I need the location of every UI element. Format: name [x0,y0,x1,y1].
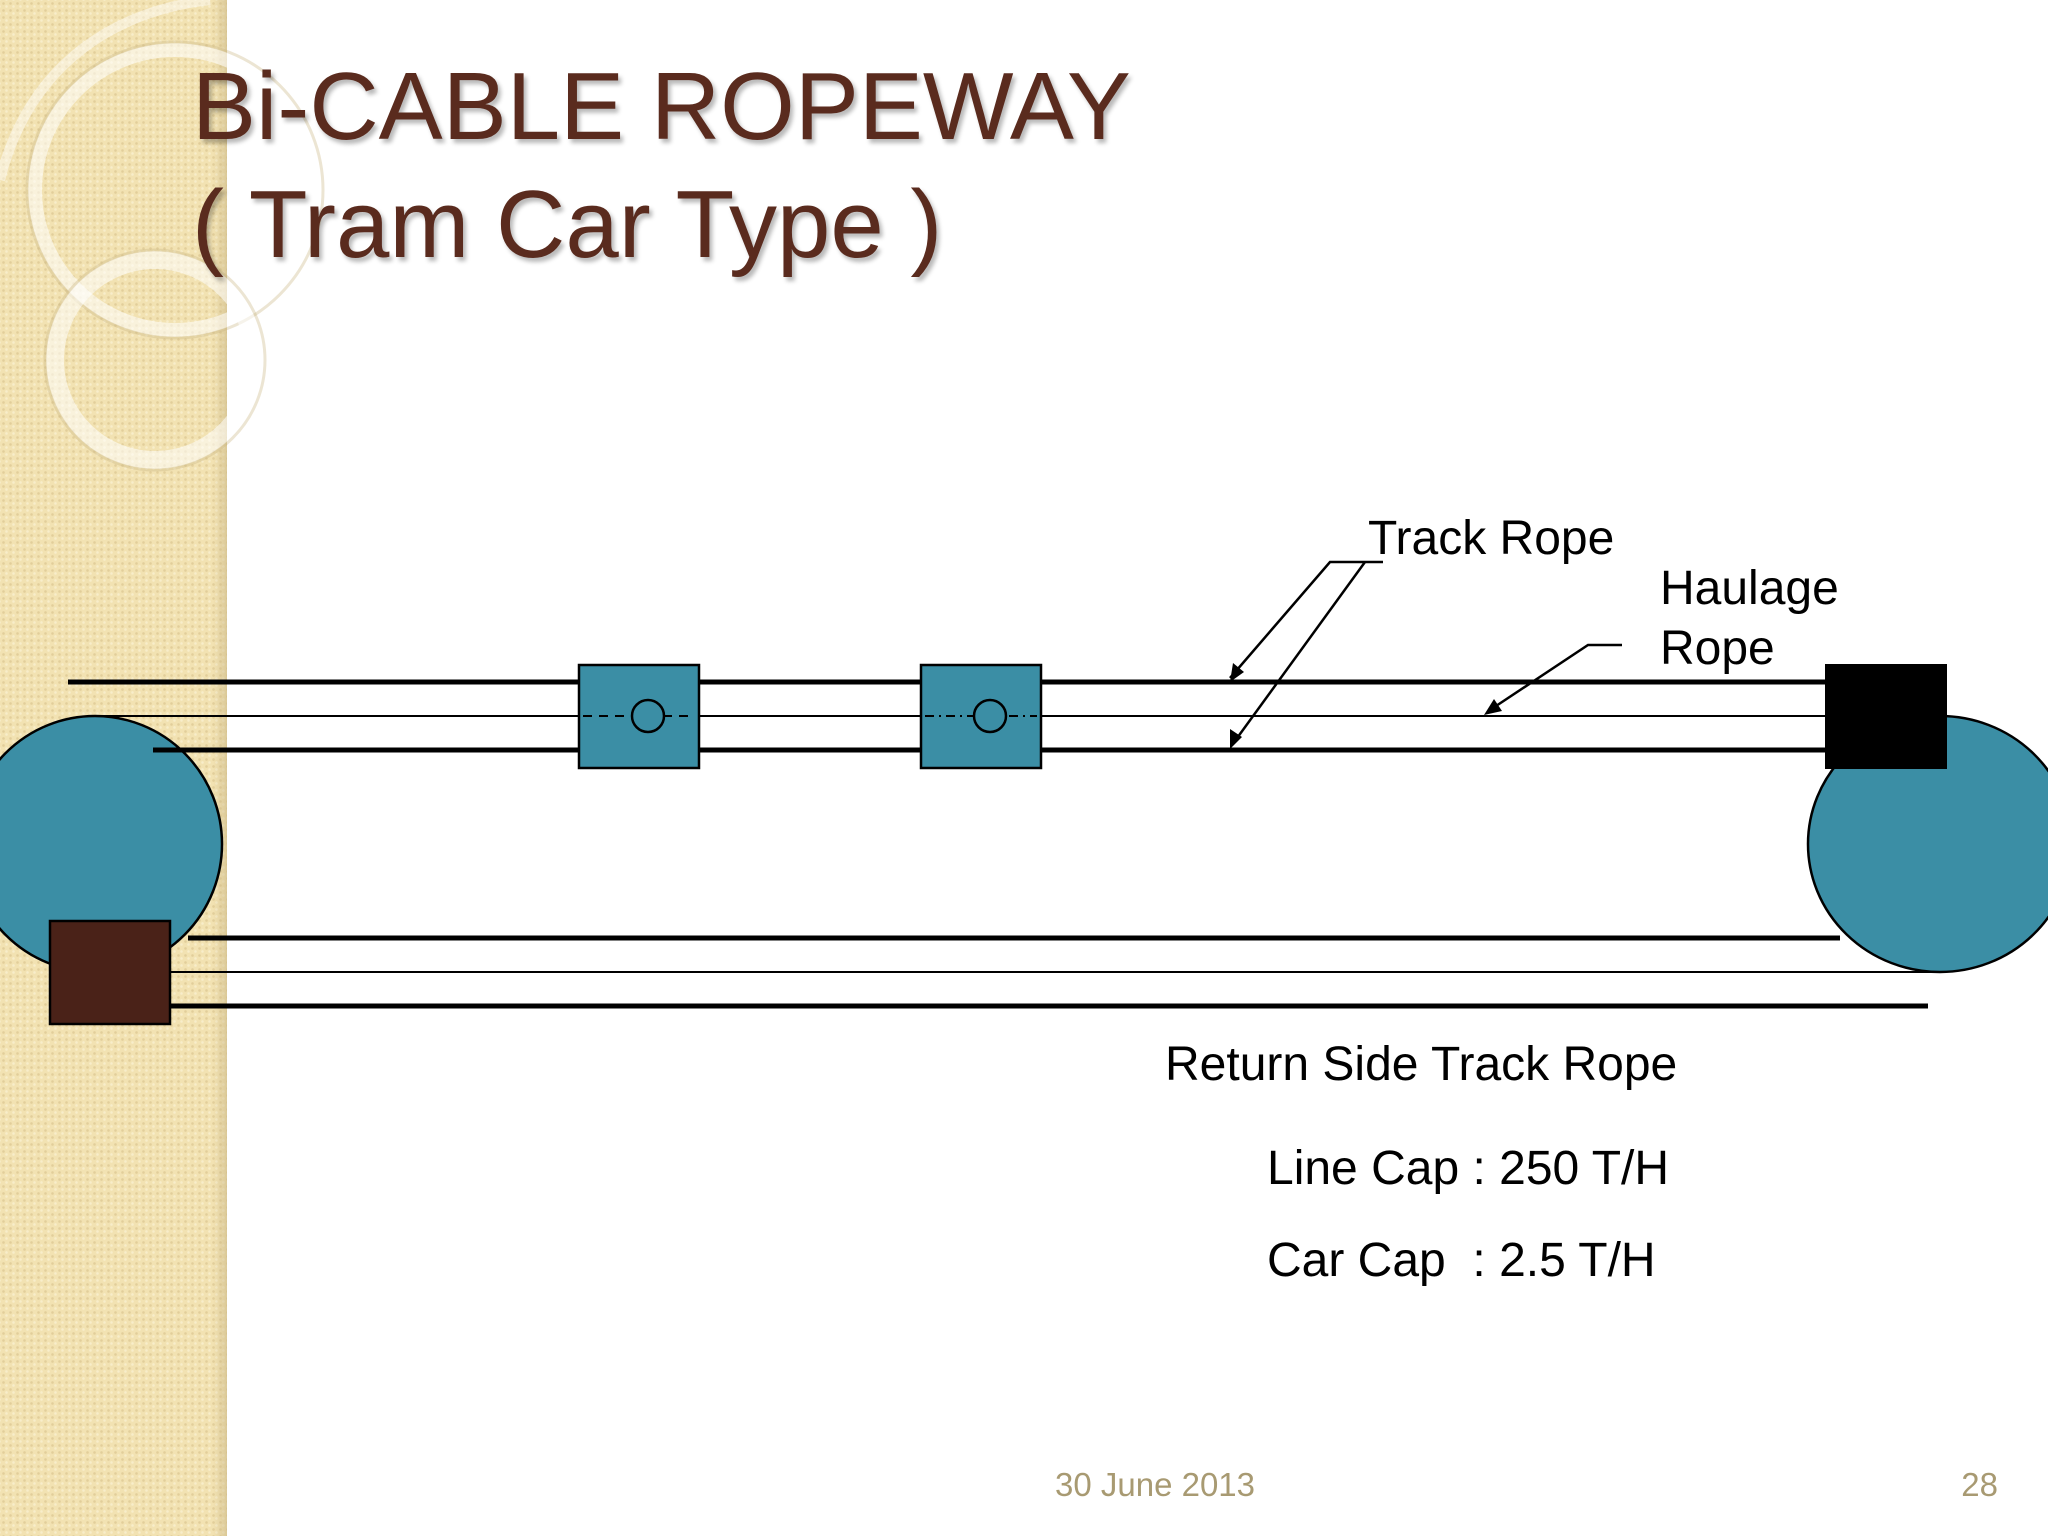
label-return-side-track-rope: Return Side Track Rope [1165,1038,1678,1091]
label-track-rope: Track Rope [1368,512,1615,565]
decorative-swirl-rings [0,0,325,472]
sidebar-shadow [213,0,227,1536]
label-haulage-rope-line-1: Haulage [1660,562,1839,615]
track-rope-leader-lines [1229,560,1383,746]
tram-car [577,663,701,770]
slide-title: Bi-CABLE ROPEWAY ( Tram Car Type ) [192,48,1131,284]
label-car-capacity: Car Cap : 2.5 T/H [1267,1234,1656,1287]
haulage-rope-arrowhead [1484,699,1502,715]
loading-station [1825,664,1947,769]
haulage-rope-leader-line [1489,643,1622,712]
title-line-1: Bi-CABLE ROPEWAY [192,53,1131,160]
label-haulage-rope-line-2: Rope [1660,622,1775,675]
return-car [48,919,172,1026]
label-line-capacity: Line Cap : 250 T/H [1267,1142,1670,1195]
tram-car [919,663,1043,770]
footer-date: 30 June 2013 [1054,1466,1255,1503]
track-rope-arrowheads [1230,663,1244,749]
page-number: 28 [1961,1466,1998,1503]
title-line-2: ( Tram Car Type ) [192,171,943,278]
